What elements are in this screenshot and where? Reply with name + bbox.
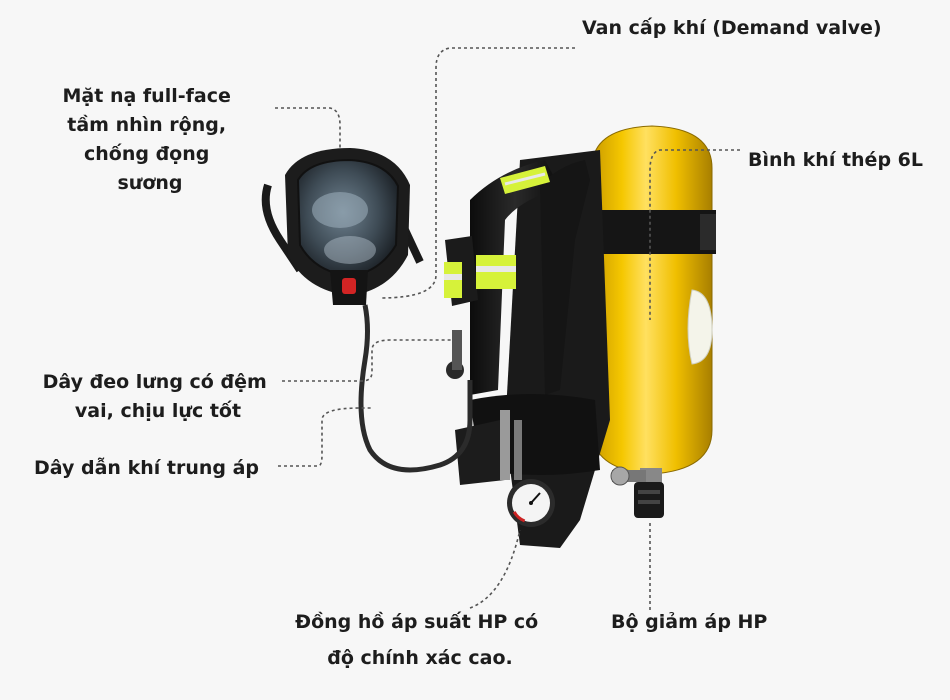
label-reducer: Bộ giảm áp HP [611, 611, 767, 633]
label-cylinder: Bình khí thép 6L [748, 149, 923, 171]
label-demand-valve: Van cấp khí (Demand valve) [582, 16, 882, 39]
leader-cylinder [649, 149, 740, 320]
leader-lines [275, 47, 740, 610]
leader-hose [278, 407, 372, 467]
harness-backplate [444, 150, 610, 548]
label-mask: Mặt nạ full-face tầm nhìn rộng, chống đọ… [63, 85, 238, 194]
label-harness: Dây đeo lưng có đệm vai, chịu lực tốt [43, 371, 274, 422]
steel-cylinder [588, 125, 716, 518]
leader-harness [282, 339, 455, 382]
pressure-gauge [507, 479, 555, 527]
label-gauge: Đồng hồ áp suất HP có độ chính xác cao. [295, 610, 545, 669]
label-hose: Dây dẫn khí trung áp [34, 455, 259, 479]
leader-mask [275, 107, 341, 150]
medium-pressure-hose [358, 304, 473, 473]
full-face-mask [261, 148, 424, 305]
leader-gauge [469, 529, 521, 609]
